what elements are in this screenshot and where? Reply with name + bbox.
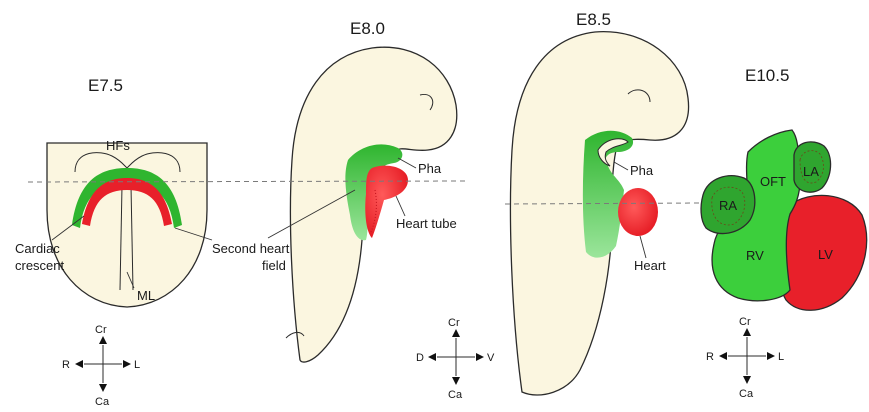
svg-text:R: R: [706, 351, 714, 363]
svg-text:Cr: Cr: [95, 324, 107, 336]
oft-label: OFT: [760, 174, 786, 189]
second-heart-label: Second heart: [212, 241, 290, 256]
panel-e105: E10.5 OFT RA LA RV LV Cr Ca R L: [701, 66, 867, 400]
panel-e75: E7.5 HFs Cardiac crescent ML Cr Ca R L: [15, 76, 207, 408]
cardiac-label: Cardiac: [15, 241, 60, 256]
field-label: field: [262, 258, 286, 273]
svg-text:Ca: Ca: [739, 388, 754, 400]
lv-label: LV: [818, 247, 833, 262]
heart-label: Heart: [634, 258, 666, 273]
panel-e85: E8.5 Pha Heart: [510, 10, 688, 395]
crescent-label: crescent: [15, 258, 65, 273]
e105-axis-compass: Cr Ca R L: [706, 316, 784, 400]
svg-text:D: D: [416, 352, 424, 364]
rv-label: RV: [746, 248, 764, 263]
svg-text:L: L: [134, 359, 140, 371]
heart-tube-label: Heart tube: [396, 216, 457, 231]
svg-text:Ca: Ca: [95, 396, 110, 408]
svg-text:Cr: Cr: [739, 316, 751, 328]
panel-e80: E8.0 Pha Heart tube Second heart field C…: [175, 19, 495, 401]
stage-label-e85: E8.5: [576, 10, 611, 29]
ra-label: RA: [719, 198, 737, 213]
svg-text:V: V: [487, 352, 495, 364]
e85-heart: [618, 188, 658, 236]
pha-label-e85: Pha: [630, 163, 654, 178]
stage-label-e75: E7.5: [88, 76, 123, 95]
stage-label-e80: E8.0: [350, 19, 385, 38]
ml-label: ML: [137, 288, 155, 303]
svg-text:L: L: [778, 351, 784, 363]
svg-text:Ca: Ca: [448, 389, 463, 401]
svg-text:R: R: [62, 359, 70, 371]
e75-axis-compass: Cr Ca R L: [62, 324, 140, 408]
e80-axis-compass: Cr Ca D V: [416, 317, 495, 401]
la-label: LA: [803, 164, 819, 179]
stage-label-e105: E10.5: [745, 66, 789, 85]
pha-label-e80: Pha: [418, 161, 442, 176]
svg-text:Cr: Cr: [448, 317, 460, 329]
hfs-label: HFs: [106, 138, 130, 153]
